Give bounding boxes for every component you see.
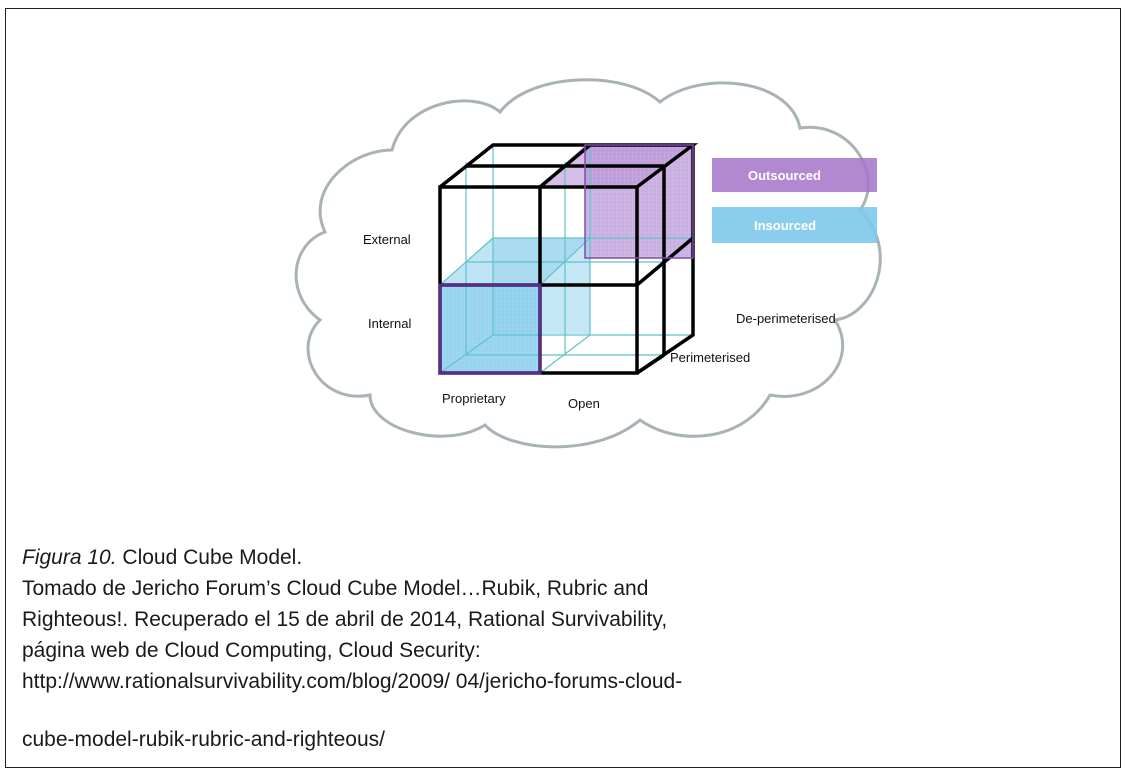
legend-insourced-label: Insourced [754,218,816,233]
figure-caption-title: Figura 10. Cloud Cube Model. [22,543,302,573]
caption-url-line-2[interactable]: cube-model-rubik-rubric-and-righteous/ [22,728,385,751]
figure-title: Cloud Cube Model. [122,546,303,569]
legend-outsourced-label: Outsourced [748,168,821,183]
caption-line-1: Tomado de Jericho Forum’s Cloud Cube Mod… [22,577,649,600]
outsourced-legend-swatch [712,158,877,192]
label-de-perimeterised: De-perimeterised [736,311,836,326]
caption-url-line-1[interactable]: http://www.rationalsurvivability.com/blo… [22,670,683,693]
label-open: Open [568,396,600,411]
insourced-block-outline [438,283,542,375]
label-internal: Internal [368,316,411,331]
label-external: External [363,232,411,247]
caption-line-3: página web de Cloud Computing, Cloud Sec… [22,639,481,662]
label-proprietary: Proprietary [442,391,506,406]
cube-inner-lattice [439,145,694,374]
cloud-cube-diagram: External Internal Proprietary Open Perim… [294,78,882,449]
caption-line-2: Righteous!. Recuperado el 15 de abril de… [22,608,668,631]
label-perimeterised: Perimeterised [670,350,750,365]
outsourced-block-outline [584,144,694,259]
figure-label: Figura 10. [22,546,117,569]
insourced-legend-swatch [712,207,877,243]
